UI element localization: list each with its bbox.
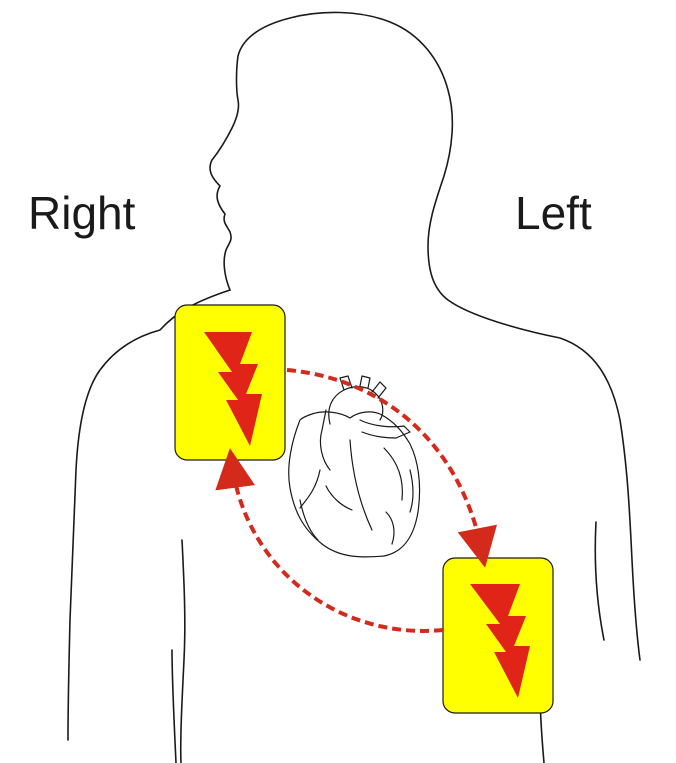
arrow-upper-to-lower <box>286 368 497 568</box>
right-shoulder-outline <box>67 289 231 741</box>
left-side-label: Left <box>515 187 592 239</box>
heart-icon <box>288 375 421 558</box>
upper-pad <box>174 304 286 461</box>
body-outline <box>67 11 641 763</box>
right-arm-crease <box>171 649 177 763</box>
right-side-label: Right <box>28 187 136 239</box>
head-outline <box>209 11 641 661</box>
lightning-bolt-icon <box>204 332 262 446</box>
arrow-lower-to-upper <box>215 448 444 633</box>
right-inner-arm <box>179 539 186 763</box>
lower-pad <box>442 557 554 714</box>
lightning-bolt-icon <box>470 584 530 698</box>
left-inner-arm <box>594 521 605 641</box>
current-flow-arrows <box>215 368 497 633</box>
